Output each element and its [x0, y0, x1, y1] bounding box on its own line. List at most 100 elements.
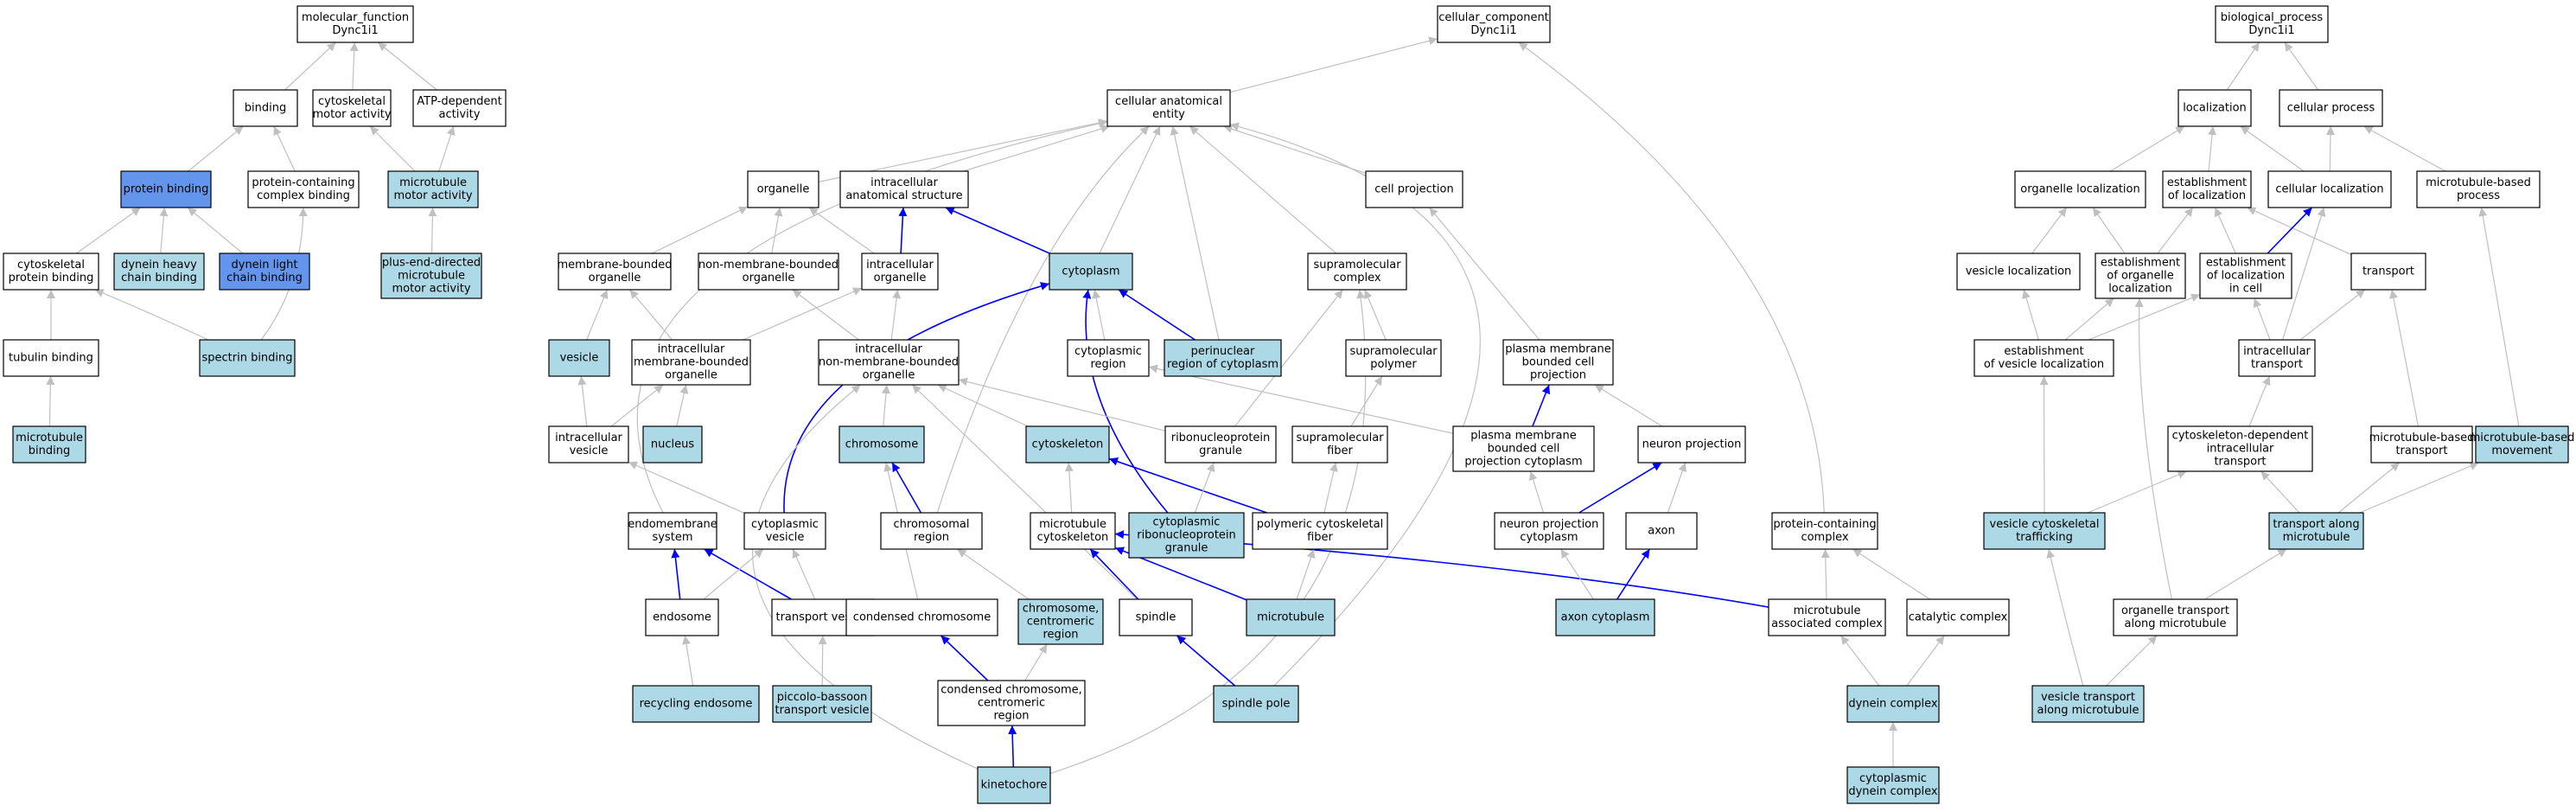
node-box	[296, 5, 414, 43]
node-tb: tubulin binding	[3, 339, 99, 377]
node-label-line: in cell	[2229, 283, 2262, 296]
edge-vtam-to-otam	[2106, 635, 2158, 687]
node-label-line: biological_process	[2221, 11, 2324, 24]
node-box	[698, 253, 839, 291]
node-chr: chromosome	[838, 425, 925, 464]
node-box	[747, 170, 819, 208]
edge-endo-to-ems	[671, 548, 681, 600]
node-label-line: intracellular	[866, 259, 934, 272]
node-kin: kinetochore	[977, 766, 1051, 804]
edge-vtam-to-vct	[2046, 548, 2084, 687]
node-label-line: binding	[29, 444, 70, 457]
node-box	[1128, 512, 1245, 559]
edge-spindle-to-inmbo	[911, 384, 1138, 600]
node-label-line: recycling endosome	[640, 698, 753, 711]
edge-sp-to-spindle	[1176, 635, 1236, 687]
edge-crnpg-to-rnpg	[1194, 462, 1215, 514]
node-label-line: cytoplasm	[1062, 265, 1119, 278]
node-label-line: transport	[2395, 444, 2447, 457]
node-inmbo: intracellularnon-membrane-boundedorganel…	[818, 339, 960, 386]
edge-cdit-to-it	[2248, 375, 2271, 427]
edge-rnpg-to-smc	[1234, 289, 1343, 427]
node-label-line: region	[993, 710, 1029, 723]
node-label-line: vesicle transport	[2041, 691, 2135, 704]
node-label-line: cytoplasmic	[751, 518, 819, 531]
edge-evl-to-elic	[2088, 293, 2201, 341]
node-box	[1983, 512, 2106, 550]
edge-mbm-to-mbp	[2478, 207, 2520, 427]
node-label-line: cellular localization	[2275, 183, 2383, 196]
node-label-line: establishment	[2004, 345, 2083, 358]
node-box	[412, 89, 507, 127]
node-box	[1017, 598, 1104, 645]
node-label-line: vesicle localization	[1966, 265, 2072, 278]
edge-re-to-endo	[682, 635, 694, 687]
node-box	[1164, 339, 1282, 377]
edge-pcc-to-cc	[1518, 42, 1825, 514]
node-label-line: endosome	[653, 611, 711, 624]
node-box	[247, 170, 360, 208]
edge-chreg-to-cae	[936, 125, 1150, 514]
node-box	[937, 680, 1086, 726]
node-label-line: cellular anatomical	[1115, 95, 1222, 108]
node-box	[2031, 685, 2145, 723]
node-label-line: organelle transport	[2121, 604, 2229, 617]
node-box	[1846, 685, 1940, 723]
node-label-line: perinuclear	[1191, 345, 1255, 358]
node-label-line: intracellular	[555, 432, 622, 444]
node-box	[2014, 170, 2146, 208]
edge-tv-to-cv	[792, 548, 816, 600]
edge-mbo-to-org	[651, 206, 749, 254]
node-label-line: chromosomal	[894, 518, 970, 531]
node-box	[631, 339, 751, 386]
node-box	[1956, 253, 2081, 291]
edge-chr-to-inmbo	[881, 384, 890, 427]
edge-mb-to-tb	[46, 375, 55, 427]
edge-inmbo-to-nmbo	[792, 289, 859, 341]
edge-mac-to-pcc	[1820, 548, 1830, 600]
node-label-line: Dync1i1	[1470, 24, 1516, 37]
node-label-line: fiber	[1327, 444, 1353, 457]
node-label-line: cytoskeleton-dependent	[2172, 430, 2309, 443]
node-org: organelle	[747, 170, 819, 208]
edge-iv-to-ves	[577, 375, 588, 427]
edge-smf-to-smp	[1350, 375, 1383, 427]
node-label-line: membrane-bounded	[634, 356, 749, 369]
node-label-line: establishment	[2101, 257, 2180, 270]
node-label-line: cytoskeletal	[17, 259, 85, 272]
node-label-line: of localization	[2207, 270, 2285, 283]
node-label-line: condensed chromosome	[853, 611, 991, 624]
node-box	[1067, 339, 1150, 377]
edge-axon-to-np	[1667, 462, 1687, 514]
node-box	[199, 339, 296, 377]
node-label-line: microtubule	[2283, 531, 2350, 544]
node-label-line: dynein complex	[1848, 785, 1938, 798]
edge-cl-to-cp	[2326, 125, 2336, 172]
node-label-line: localization	[2108, 283, 2172, 296]
node-label-line: projection cytoplasm	[1464, 456, 1582, 469]
node-label-line: region of cytoplasm	[1167, 358, 1278, 371]
edge-csk-to-inmbo	[937, 384, 1029, 427]
node-label-line: intracellular	[2243, 345, 2311, 358]
node-box	[2416, 170, 2541, 208]
edge-pccb-to-binding	[273, 125, 296, 172]
edge-eol-to-loc	[2208, 125, 2217, 172]
node-pb: protein binding	[120, 170, 212, 208]
node-box	[2279, 89, 2383, 127]
edge-atp-to-mf	[377, 42, 437, 91]
node-box	[838, 425, 925, 464]
node-label-line: intracellular	[658, 343, 725, 356]
node-np: neuron projection	[1637, 425, 1746, 464]
